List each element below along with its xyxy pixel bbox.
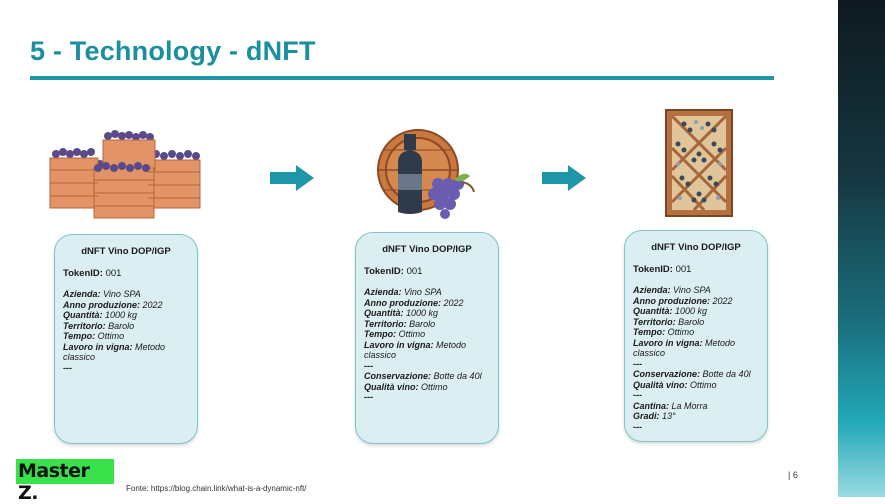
- card-field: Territorio: Barolo: [633, 316, 705, 327]
- logo-text: Master Z.: [18, 460, 90, 504]
- dnft-card-1: dNFT Vino DOP/IGP TokenID: 001 Azienda: …: [54, 234, 198, 444]
- card-field: Cantina: La Morra: [633, 400, 708, 411]
- card-field: Tempo: Ottimo: [63, 331, 125, 341]
- card-title: dNFT Vino DOP/IGP: [81, 246, 171, 257]
- card-field: Territorio: Barolo: [364, 318, 436, 329]
- card-field: Quantità: 1000 kg: [633, 306, 708, 316]
- master-z-logo: Master Z.: [16, 459, 114, 504]
- card-field: Quantità: 1000 kg: [364, 308, 439, 318]
- token-id: TokenID: 001: [633, 263, 692, 275]
- card-field: Anno produzione: 2022: [633, 295, 733, 306]
- grape-baskets-icon: [49, 130, 201, 219]
- card-field: Anno produzione: 2022: [364, 297, 464, 308]
- arrow-right-icon: [270, 165, 314, 191]
- page-title: 5 - Technology - dNFT: [30, 36, 316, 66]
- card-title: dNFT Vino DOP/IGP: [382, 244, 472, 255]
- dnft-card-3: dNFT Vino DOP/IGP TokenID: 001 Azienda: …: [624, 230, 768, 442]
- card-field: Conservazione: Botte da 40l: [364, 371, 482, 381]
- card-field: Lavoro in vigna: Metodo classico: [364, 339, 467, 361]
- card-field: Azienda: Vino SPA: [364, 287, 442, 297]
- card-field: ---: [364, 360, 373, 371]
- wine-rack-icon: [665, 109, 733, 217]
- card-field: Lavoro in vigna: Metodo classico: [63, 341, 166, 363]
- card-field: ---: [633, 390, 642, 400]
- card-field: Conservazione: Botte da 40l: [633, 369, 751, 379]
- card-field: ---: [364, 392, 373, 402]
- card-field: Anno produzione: 2022: [63, 299, 163, 310]
- card-field: ---: [633, 421, 642, 432]
- token-id: TokenID: 001: [63, 267, 122, 279]
- card-field: Territorio: Barolo: [63, 320, 135, 331]
- page-number: | 6: [788, 470, 798, 480]
- decorative-sidebar: [838, 0, 885, 497]
- card-field: ---: [633, 358, 642, 369]
- card-field: Azienda: Vino SPA: [63, 289, 141, 299]
- card-field: Azienda: Vino SPA: [633, 285, 711, 295]
- card-field: ---: [63, 362, 72, 373]
- card-field: Quantità: 1000 kg: [63, 310, 138, 320]
- card-field: Qualità vino: Ottimo: [633, 379, 717, 390]
- card-title: dNFT Vino DOP/IGP: [651, 242, 741, 253]
- token-id: TokenID: 001: [364, 265, 423, 277]
- dnft-card-2: dNFT Vino DOP/IGP TokenID: 001 Azienda: …: [355, 232, 499, 444]
- card-field: Tempo: Ottimo: [633, 327, 695, 337]
- card-field: Tempo: Ottimo: [364, 329, 426, 339]
- card-field: Lavoro in vigna: Metodo classico: [633, 337, 736, 359]
- source-citation: Fonte: https://blog.chain.link/what-is-a…: [126, 484, 307, 493]
- title-divider: [30, 76, 774, 80]
- card-field: Gradi: 13°: [633, 411, 676, 421]
- card-field: Qualità vino: Ottimo: [364, 381, 448, 392]
- arrow-right-icon: [542, 165, 586, 191]
- wine-barrel-icon: [377, 129, 475, 219]
